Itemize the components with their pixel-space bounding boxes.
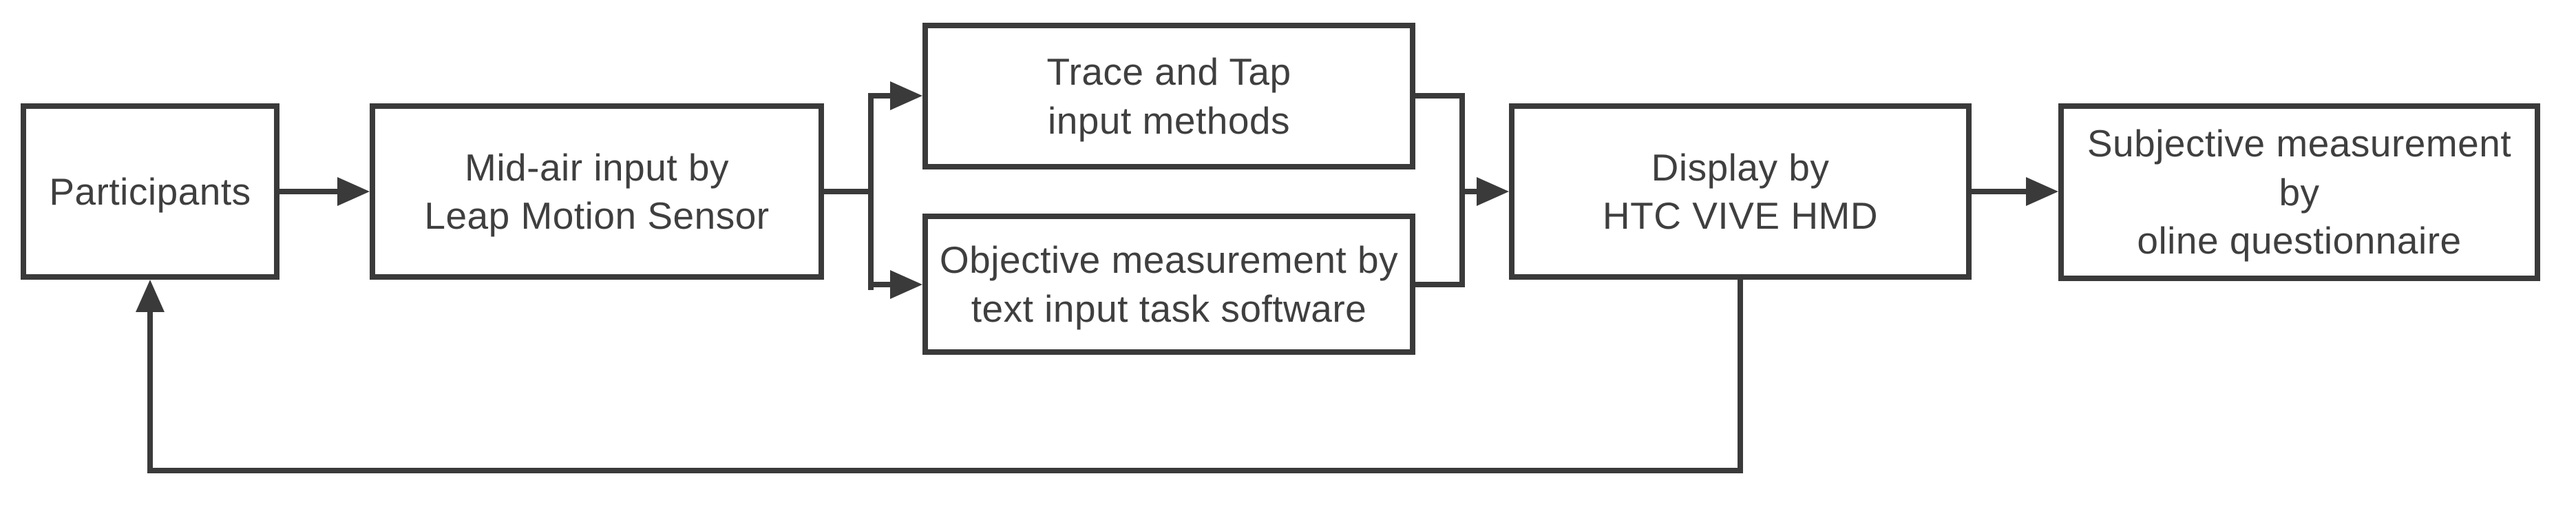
edge-midair-to-objective-line bbox=[868, 282, 893, 287]
edge-feedback-bottom-line bbox=[147, 468, 1743, 473]
edge-feedback-drop-line bbox=[1738, 280, 1743, 473]
edge-display-to-subjective-line bbox=[1972, 189, 2028, 194]
arrowhead-right-icon bbox=[890, 270, 922, 299]
node-objective-measurement-label: Objective measurement by text input task… bbox=[939, 238, 1399, 330]
arrowhead-right-icon bbox=[890, 81, 922, 110]
edge-merge-to-display-line bbox=[1459, 189, 1479, 194]
node-subjective-measurement-label: Subjective measurement by oline question… bbox=[2087, 122, 2512, 262]
node-trace-tap-methods-label: Trace and Tap input methods bbox=[1046, 50, 1291, 142]
edge-trace-to-merge-line bbox=[1415, 93, 1465, 99]
node-objective-measurement: Objective measurement by text input task… bbox=[922, 214, 1415, 355]
arrowhead-right-icon bbox=[2026, 177, 2058, 206]
node-display-hmd: Display by HTC VIVE HMD bbox=[1509, 103, 1972, 280]
edge-objective-to-merge-line bbox=[1415, 282, 1465, 287]
edge-participants-to-midair-line bbox=[279, 189, 340, 194]
arrowhead-up-icon bbox=[136, 280, 165, 312]
edge-feedback-rise-line bbox=[147, 310, 153, 473]
arrowhead-right-icon bbox=[337, 177, 370, 206]
node-participants: Participants bbox=[21, 103, 279, 280]
node-display-hmd-label: Display by HTC VIVE HMD bbox=[1602, 145, 1879, 237]
arrowhead-right-icon bbox=[1477, 177, 1509, 206]
node-participants-label: Participants bbox=[49, 169, 251, 213]
edge-midair-split-vertical-line bbox=[868, 93, 874, 290]
node-subjective-measurement: Subjective measurement by oline question… bbox=[2058, 103, 2540, 281]
node-mid-air-input: Mid-air input by Leap Motion Sensor bbox=[370, 103, 824, 280]
node-trace-tap-methods: Trace and Tap input methods bbox=[922, 23, 1415, 169]
node-mid-air-input-label: Mid-air input by Leap Motion Sensor bbox=[424, 145, 770, 237]
edge-midair-to-trace-line bbox=[868, 93, 893, 99]
edge-midair-split-stem-line bbox=[824, 189, 874, 194]
